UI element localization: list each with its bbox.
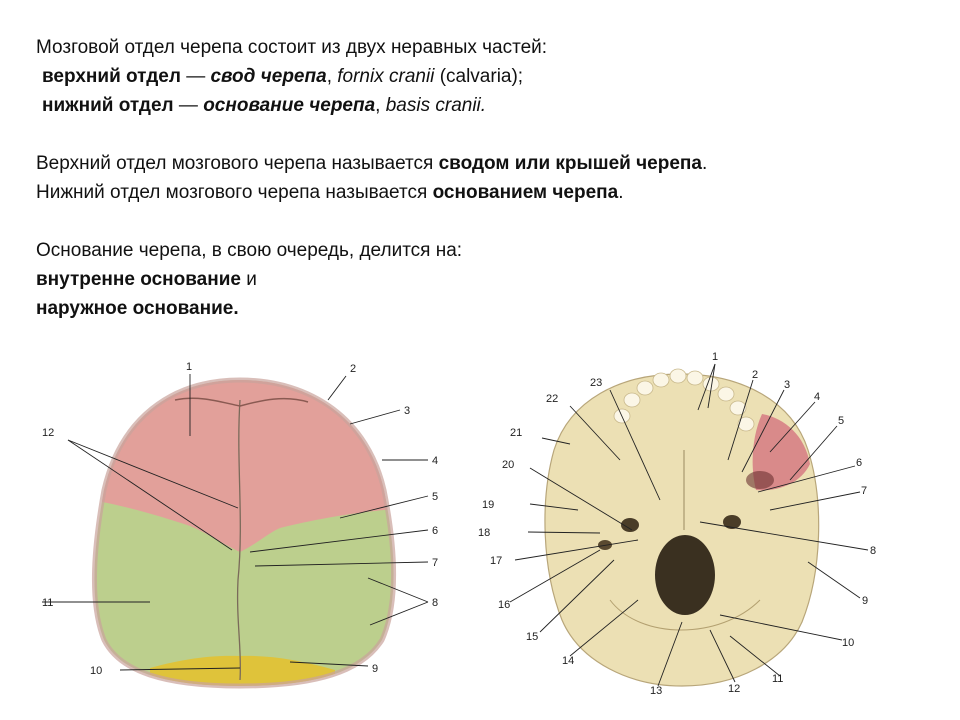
base-label-15: 15 (526, 631, 538, 643)
vault-red-area (94, 380, 394, 552)
vault-label-11: 11 (42, 597, 53, 609)
skull-vault-figure: 1 2 3 4 5 6 7 8 9 10 11 12 (42, 361, 438, 689)
paragraph-3-item-2: наружное основание. (36, 294, 239, 323)
base-label-17: 17 (490, 555, 502, 567)
p2-l1-end: . (701, 153, 708, 174)
item1-tail: и (246, 269, 257, 290)
paragraph-1-upper-line: верхний отдел — свод черепа, fornix cran… (42, 66, 524, 87)
base-label-18: 18 (478, 527, 490, 539)
vault-label-5: 5 (432, 491, 438, 503)
base-label-2: 2 (752, 369, 758, 381)
vault-label-3: 3 (404, 405, 410, 417)
base-label-7: 7 (861, 485, 867, 497)
base-label-11: 11 (772, 673, 783, 685)
p2-l2-end: . (618, 182, 624, 203)
base-label-23: 23 (590, 377, 602, 389)
base-label-22: 22 (546, 393, 558, 405)
lower-name: основание черепа (203, 95, 376, 116)
p2-l2-bold: основанием черепа (432, 182, 619, 203)
paragraph-1-lower-line: нижний отдел — основание черепа, basis c… (42, 95, 487, 116)
lower-latin: basis cranii. (385, 95, 487, 116)
lower-term: нижний отдел (42, 95, 174, 116)
base-label-14: 14 (562, 655, 574, 667)
vault-label-2: 2 (350, 363, 356, 375)
base-label-3: 3 (784, 379, 790, 391)
base-label-12: 12 (728, 683, 740, 695)
vault-label-4: 4 (432, 455, 438, 467)
paragraph-3-item-1: внутренне основание и (36, 265, 257, 294)
paragraph-2-line-1: Верхний отдел мозгового черепа называетс… (36, 149, 707, 178)
paragraph-1-intro: Мозговой отдел черепа состоит из двух не… (36, 37, 548, 58)
upper-name: свод черепа (210, 66, 327, 87)
base-label-16: 16 (498, 599, 510, 611)
vault-yellow-area (150, 655, 335, 686)
vault-label-9: 9 (372, 663, 378, 675)
base-label-21: 21 (510, 427, 522, 439)
vault-label-12: 12 (42, 427, 54, 439)
base-label-4: 4 (814, 391, 820, 403)
skull-base-pink-area (752, 414, 810, 491)
paragraph-2-line-2: Нижний отдел мозгового черепа называется… (36, 178, 623, 207)
upper-alt: (calvaria); (439, 66, 524, 87)
p2-l2-pre: Нижний отдел мозгового черепа называется (36, 182, 428, 203)
vault-label-7: 7 (432, 557, 438, 569)
base-label-19: 19 (482, 499, 494, 511)
p2-l1-bold: сводом или крышей черепа (438, 153, 702, 174)
base-label-9: 9 (862, 595, 868, 607)
item1-bold: внутренне основание (36, 269, 241, 290)
vault-label-1: 1 (186, 361, 192, 373)
base-label-8: 8 (870, 545, 876, 557)
base-label-6: 6 (856, 457, 862, 469)
upper-latin: fornix cranii (337, 66, 435, 87)
vault-label-8: 8 (432, 597, 438, 609)
vault-label-6: 6 (432, 525, 438, 537)
p2-l1-pre: Верхний отдел мозгового черепа называетс… (36, 153, 434, 174)
vault-label-10: 10 (90, 665, 102, 677)
base-label-5: 5 (838, 415, 844, 427)
base-label-1: 1 (712, 351, 718, 363)
dash: — (178, 95, 198, 116)
base-label-10: 10 (842, 637, 854, 649)
base-label-13: 13 (650, 685, 662, 697)
skull-base-figure: 1 2 3 4 5 6 7 8 9 10 11 12 13 14 15 16 1… (478, 351, 876, 697)
upper-term: верхний отдел (42, 66, 181, 87)
paragraph-3-intro: Основание черепа, в свою очередь, делитс… (36, 240, 463, 261)
foramen-magnum (655, 535, 715, 615)
dash: — (186, 66, 206, 87)
item2-bold: наружное основание. (36, 298, 239, 319)
base-label-20: 20 (502, 459, 514, 471)
